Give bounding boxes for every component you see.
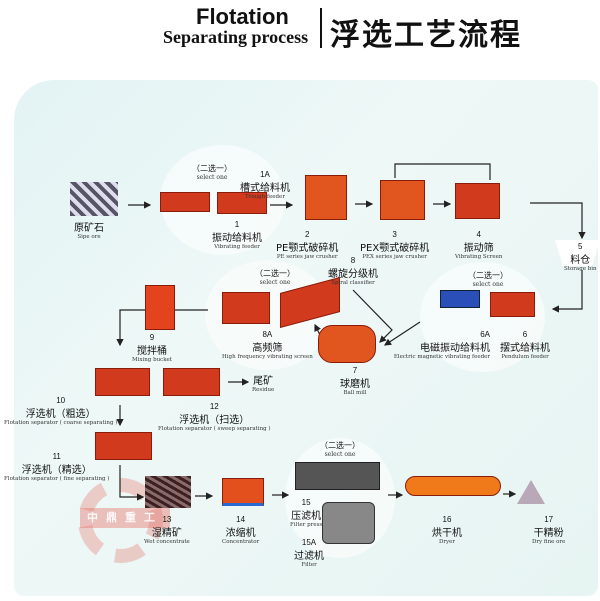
dryer-image — [405, 476, 501, 496]
title-en: Flotation — [196, 4, 289, 29]
storage-bin-shape — [555, 240, 600, 266]
pendulum-feeder-image — [490, 292, 535, 317]
high-frequency-screen-image — [222, 292, 270, 324]
trough-feeder-image — [217, 192, 267, 214]
mixing-bucket-image — [145, 285, 175, 330]
concentrator-image — [222, 478, 264, 506]
select-one-label: （二选一）select one — [320, 441, 360, 458]
wet-concentrate-image — [145, 476, 191, 508]
select-group-bg — [420, 262, 545, 372]
select-one-label: （二选一）select one — [192, 164, 232, 181]
electromagnetic-feeder-image — [440, 290, 480, 308]
title-subtitle: Separating process — [163, 27, 309, 47]
pe-jaw-crusher-image — [305, 175, 347, 220]
vibrating-feeder-image — [160, 192, 210, 212]
flotation-fine-image — [95, 432, 152, 460]
flotation-coarse-image — [95, 368, 150, 396]
flotation-sweep-image — [163, 368, 220, 396]
raw-ore-image — [70, 182, 118, 216]
pex-jaw-crusher-image — [380, 180, 425, 220]
filter-image — [322, 502, 375, 544]
filter-press-image — [295, 462, 380, 490]
ball-mill-image — [318, 325, 376, 363]
select-one-label: （二选一）select one — [255, 269, 295, 286]
title-divider — [320, 8, 322, 48]
company-logo-text: 中鼎重工 — [80, 508, 170, 528]
title-cn: 浮选工艺流程 — [330, 18, 522, 53]
select-one-label: （二选一）select one — [468, 271, 508, 288]
vibrating-screen-image — [455, 183, 500, 219]
dry-fine-ore-pile — [517, 480, 545, 504]
